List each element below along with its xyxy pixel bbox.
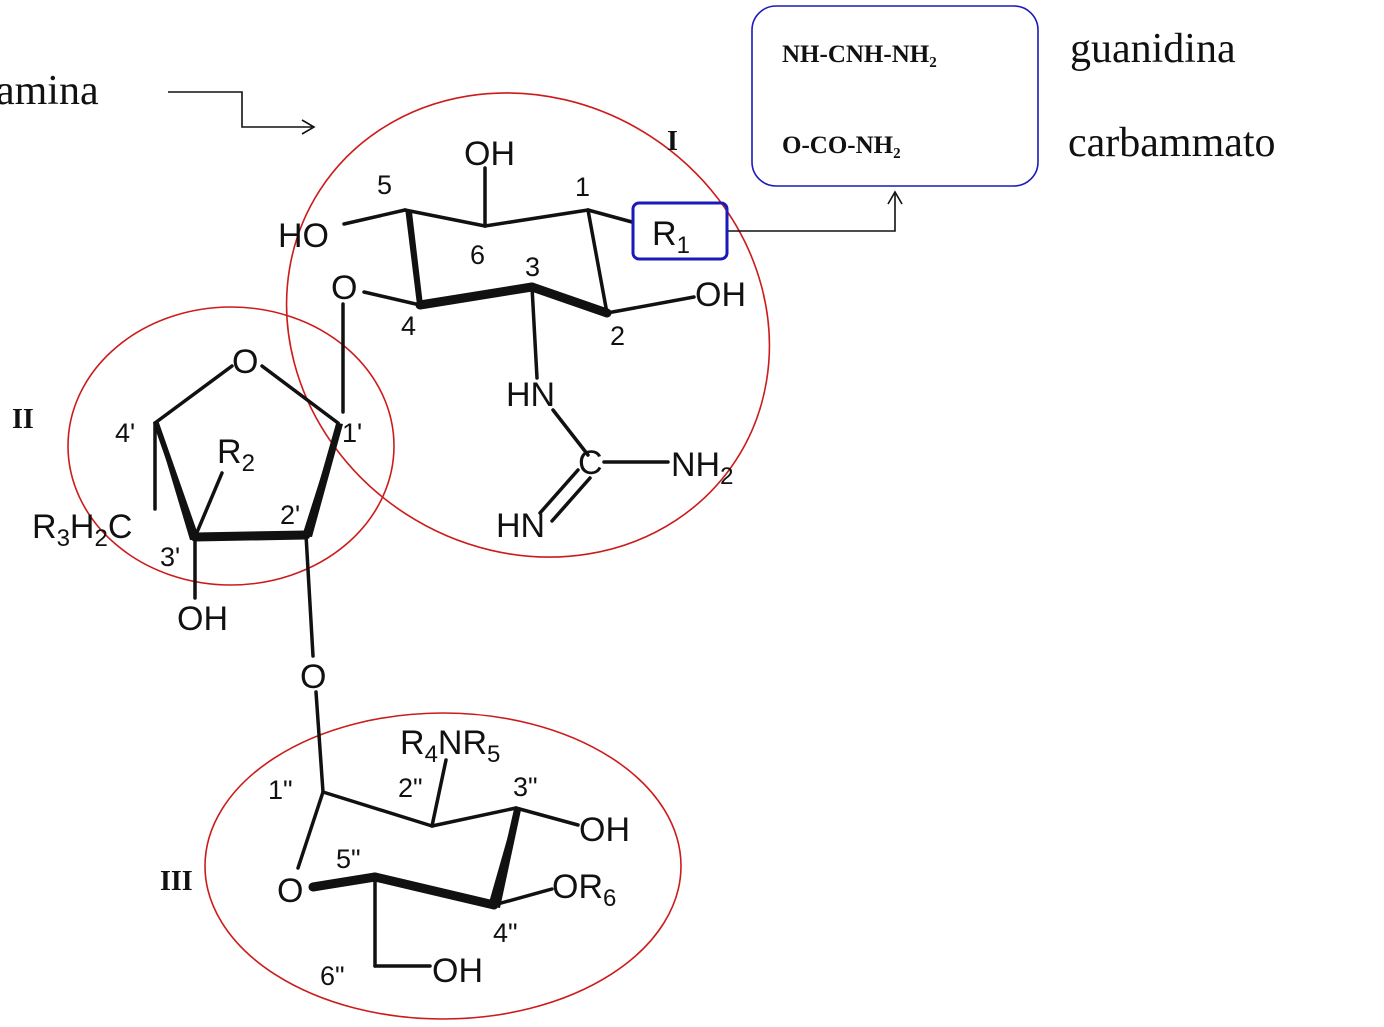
ring-III-carbon-4pp: 4": [493, 918, 518, 948]
r3h2c-substituent: R3H2C: [32, 508, 132, 552]
amina-label: amina: [0, 68, 99, 114]
ring-III-oval: [204, 712, 682, 1020]
ring-I-oh-right: OH: [695, 276, 746, 314]
ring-III-label: III: [160, 866, 193, 897]
ring-III-carbon-1pp: 1": [268, 775, 293, 805]
ring-I-carbon-6: 6: [470, 240, 485, 270]
ring-II-carbon-3p: 3': [160, 542, 180, 572]
ring-I-oh-top: OH: [464, 135, 515, 173]
ring-I-carbon-5: 5: [377, 170, 392, 200]
ring-II-label: II: [12, 404, 34, 435]
r1-connector-line: [728, 194, 896, 232]
r1-substituent: R1: [652, 215, 690, 259]
ring-I-carbon-1: 1: [575, 172, 590, 202]
amina-arrow-line: [168, 91, 312, 128]
ring-III-carbon-6pp: 6": [320, 961, 345, 991]
guanidine-carbon: C: [578, 444, 603, 482]
r1-highlight-box: [631, 201, 729, 261]
ring-I-glycosidic-oxygen: O: [331, 269, 357, 307]
ring-I-carbon-4: 4: [401, 311, 416, 341]
ring-III-oh-right: OH: [579, 811, 630, 849]
r4nr5-substituent: R4NR5: [400, 724, 500, 768]
ring-I-carbon-2: 2: [610, 321, 625, 351]
ring-II-carbon-2p: 2': [280, 500, 300, 530]
ring-II-oh: OH: [177, 600, 228, 638]
guanidina-label: guanidina: [1070, 26, 1236, 72]
r1-connector-arrowhead: [887, 190, 903, 205]
or6-substituent: OR6: [552, 868, 616, 912]
carbamate-formula: O-CO-NH₂: [782, 132, 901, 159]
ring-III-carbon-3pp: 3": [513, 772, 538, 802]
amina-arrowhead: [301, 119, 316, 135]
guanidine-nh2: NH2: [671, 446, 733, 490]
ring-II-ring-oxygen: O: [232, 343, 258, 381]
ring-III-carbon-5pp: 5": [336, 844, 361, 874]
ring-III-oh-bottom: OH: [432, 952, 483, 990]
ring-II-carbon-4p: 4': [115, 418, 135, 448]
guanidine-hn: HN: [506, 376, 555, 414]
ring-III-ring-oxygen: O: [277, 872, 303, 910]
ring-I-bonds: [341, 166, 696, 523]
ring-I-ho-left: HO: [278, 217, 329, 255]
ring-II-oval: [67, 306, 395, 586]
ring-II-wedge-bond: [155, 420, 200, 540]
r2-substituent: R2: [217, 433, 255, 477]
ring-II-carbon-1p: 1': [342, 418, 362, 448]
ring-I-wedge-bond: [405, 208, 423, 305]
ring-I-label: I: [667, 126, 678, 157]
ring-II-bold-edge: [302, 423, 343, 537]
substituent-legend-box: [751, 5, 1039, 187]
ring-III-carbon-2pp: 2": [398, 773, 423, 803]
ring-III-bold-edge: [488, 808, 521, 908]
guanidine-formula: NH-CNH-NH₂: [782, 41, 937, 68]
ring-II-glycosidic-oxygen: O: [300, 658, 326, 696]
carbammato-label: carbammato: [1068, 120, 1276, 166]
ring-I-carbon-3: 3: [525, 252, 540, 282]
guanidine-hn-imine: HN: [496, 507, 545, 545]
ring-I-oval: [285, 92, 771, 558]
